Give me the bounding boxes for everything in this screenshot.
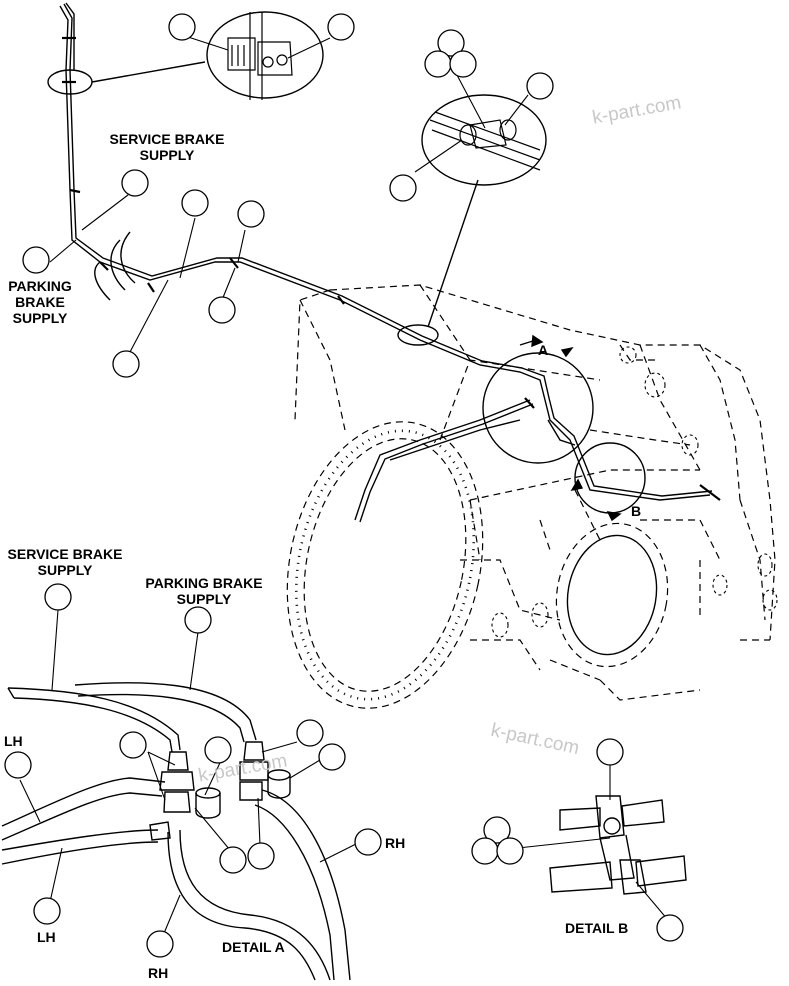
label-rh-bottom: RH	[148, 965, 169, 981]
label-view-b: B	[631, 503, 642, 519]
callout-circle	[219, 846, 247, 874]
callout-circle	[296, 719, 324, 747]
label-detail-b: DETAIL B	[565, 920, 629, 936]
callout-circle	[4, 751, 32, 779]
label-line: PARKING	[8, 278, 72, 294]
label-line: SUPPLY	[139, 147, 195, 163]
label-line: BRAKE	[15, 294, 65, 310]
label-view-a: A	[538, 342, 549, 358]
callout-circle	[389, 174, 417, 202]
callout-circle	[181, 189, 209, 217]
callout-circle	[596, 738, 624, 766]
leader-lines-top	[49, 34, 529, 353]
leader-lines-detail-b	[517, 765, 669, 921]
label-line: SUPPLY	[176, 591, 232, 607]
brake-tubes	[59, 2, 713, 523]
label-parking-brake-supply-left: PARKING BRAKE SUPPLY	[2, 278, 78, 326]
hub-flange-bolts	[294, 429, 476, 701]
label-parking-brake-supply-detail: PARKING BRAKE SUPPLY	[138, 575, 270, 607]
hub-flange-outer	[286, 421, 484, 709]
hub-flange-inner	[303, 438, 467, 692]
callout-circle	[146, 930, 174, 958]
line-detail	[429, 111, 541, 171]
bracket-detail	[227, 12, 293, 100]
label-lh-top: LH	[4, 733, 23, 749]
callout-circle	[119, 731, 147, 759]
label-line: SUPPLY	[12, 310, 68, 326]
axle-bore-inner	[566, 534, 658, 656]
callout-circle	[437, 29, 465, 57]
callout-circle	[112, 350, 140, 378]
label-rh-right: RH	[385, 835, 406, 851]
callout-circle	[354, 828, 382, 856]
leader-lines-detail-a	[19, 609, 361, 939]
callout-circle	[184, 606, 212, 634]
label-line: SERVICE BRAKE	[7, 546, 123, 562]
callout-circle	[327, 13, 355, 41]
callout-circle	[33, 897, 61, 925]
callout-circle	[237, 200, 265, 228]
housing-holes	[491, 346, 778, 638]
label-service-brake-supply-detail: SERVICE BRAKE SUPPLY	[2, 546, 128, 578]
axle-housing	[294, 284, 776, 701]
callout-circle	[168, 13, 196, 41]
callout-circle	[496, 837, 524, 865]
axle-bore-outer	[555, 522, 669, 668]
callout-circle	[318, 743, 346, 771]
callout-circle	[121, 169, 149, 197]
callout-circle	[208, 296, 236, 324]
label-lh-bottom: LH	[37, 929, 56, 945]
callout-circle	[483, 816, 511, 844]
callout-circle	[656, 914, 684, 942]
callout-circle	[526, 72, 554, 100]
label-service-brake-supply-top: SERVICE BRAKE SUPPLY	[102, 131, 232, 163]
bracket-detail-circle	[206, 11, 324, 99]
callout-circle	[449, 50, 477, 78]
callout-circles	[4, 13, 684, 958]
line-detail-circle	[421, 94, 547, 186]
callout-ellipse-line	[397, 324, 439, 346]
label-line: SUPPLY	[37, 562, 93, 578]
detail-a-hoses	[1, 682, 351, 981]
callout-circle	[204, 736, 232, 764]
line-clamps	[62, 36, 721, 501]
callout-circle	[22, 246, 50, 274]
callout-circle	[424, 50, 452, 78]
callout-circle	[471, 837, 499, 865]
detail-b-clamp	[549, 795, 687, 895]
label-line: SERVICE BRAKE	[109, 131, 225, 147]
label-line: PARKING BRAKE	[145, 575, 263, 591]
callout-circle	[247, 842, 275, 870]
callout-circle	[44, 583, 72, 611]
view-a-circle	[482, 352, 594, 464]
label-detail-a: DETAIL A	[222, 939, 285, 955]
